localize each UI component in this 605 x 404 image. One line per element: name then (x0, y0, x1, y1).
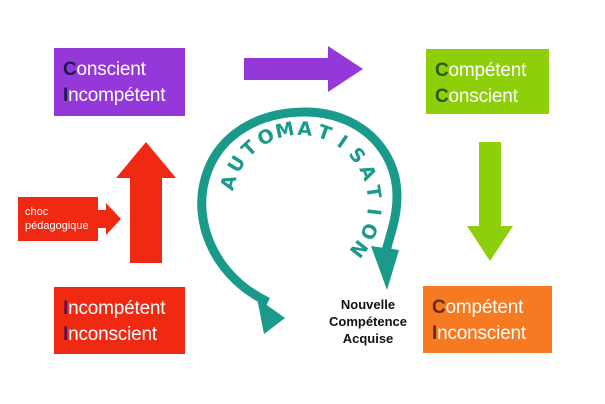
cycle-head-right (371, 246, 399, 290)
right-arrow (244, 46, 363, 92)
choc-pedagogique-box: choc pédagogique (18, 197, 98, 241)
automatisation-letter: O (355, 220, 382, 243)
initial-letter: C (63, 59, 77, 80)
automatisation-letter: A (354, 161, 380, 184)
choc-arrow-tip (98, 203, 121, 235)
automatisation-letter: A (297, 118, 313, 141)
initial-letter: I (432, 323, 438, 344)
automatisation-letter: I (333, 131, 351, 153)
acquise-line3: Acquise (342, 331, 394, 346)
initial-letter: C (435, 60, 449, 81)
box-incompetent-inconscient: Incompétent Inconscient (54, 287, 185, 354)
box-text: ncompétent (68, 85, 166, 106)
automatisation-letter: M (273, 118, 296, 143)
cycle-head-left (257, 298, 285, 334)
acquise-line1: Nouvelle (340, 297, 396, 312)
automatisation-letter: A (216, 172, 241, 192)
initial-letter: I (63, 324, 69, 345)
box-competent-conscient: Compétent Conscient (426, 49, 549, 114)
box-text: ncompétent (68, 298, 166, 319)
automatisation-letter: T (315, 121, 335, 146)
automatisation-letter: I (362, 207, 385, 217)
automatisation-letter: T (361, 184, 385, 200)
box-conscient-incompetent: Conscient Incompétent (54, 48, 185, 116)
initial-letter: C (435, 86, 449, 107)
nouvelle-competence-label: Nouvelle Compétence Acquise (322, 296, 414, 347)
choc-label-line1: choc (25, 206, 49, 218)
box-text: ompétent (445, 297, 524, 318)
initial-letter: I (63, 298, 69, 319)
box-text: onscient (76, 59, 146, 80)
acquise-line2: Compétence (328, 314, 408, 329)
initial-letter: I (63, 85, 69, 106)
box-text: nconscient (437, 323, 526, 344)
choc-label-line2: pédagogique (25, 220, 89, 232)
automatisation-cycle (197, 107, 402, 334)
initial-letter: C (432, 297, 446, 318)
box-text: onscient (448, 86, 518, 107)
box-competent-inconscient: Compétent Inconscient (423, 286, 552, 353)
down-arrow (467, 142, 513, 261)
box-text: ompétent (448, 60, 527, 81)
up-arrow (116, 142, 176, 263)
box-text: nconscient (68, 324, 157, 345)
